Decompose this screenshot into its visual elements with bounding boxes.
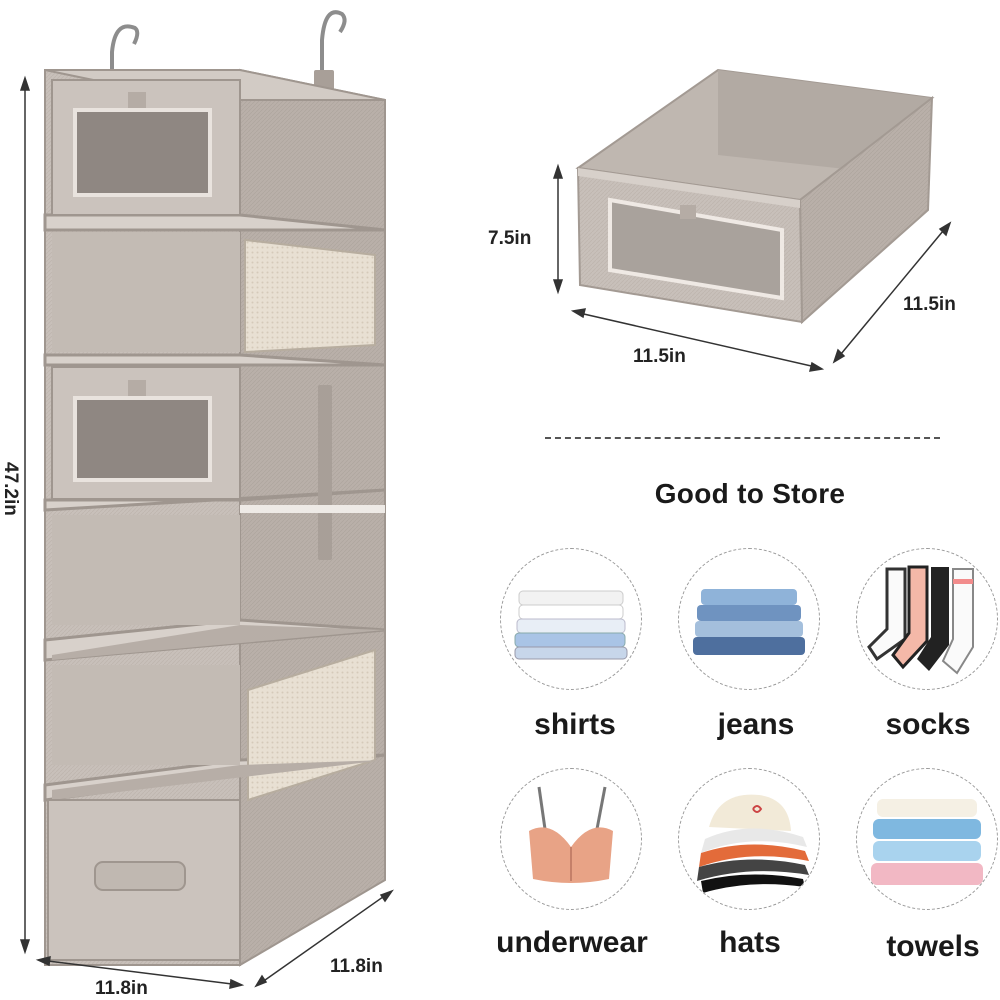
towels-icon xyxy=(856,768,998,910)
underwear-label: underwear xyxy=(496,926,648,959)
shirts-label: shirts xyxy=(534,708,616,741)
storage-bin-illustration xyxy=(552,68,952,372)
good-to-store-heading: Good to Store xyxy=(654,478,846,509)
organizer-height-label: 47.2in xyxy=(0,462,21,516)
socks-icon xyxy=(856,548,998,690)
jeans-label: jeans xyxy=(717,708,795,741)
socks-label: socks xyxy=(885,708,971,741)
jeans-icon xyxy=(678,548,820,690)
organizer-depth-label: 11.8in xyxy=(330,956,383,977)
organizer-width-label: 11.8in xyxy=(95,978,148,999)
bin-width-label: 11.5in xyxy=(633,346,686,367)
hanging-organizer-illustration xyxy=(19,10,394,989)
underwear-icon xyxy=(500,768,642,910)
bin-depth-label: 11.5in xyxy=(903,294,956,315)
section-divider xyxy=(545,437,940,439)
shirts-icon xyxy=(500,548,642,690)
hats-label: hats xyxy=(719,926,781,959)
towels-label: towels xyxy=(886,930,980,963)
hats-icon xyxy=(678,768,820,910)
bin-height-label: 7.5in xyxy=(488,228,532,249)
